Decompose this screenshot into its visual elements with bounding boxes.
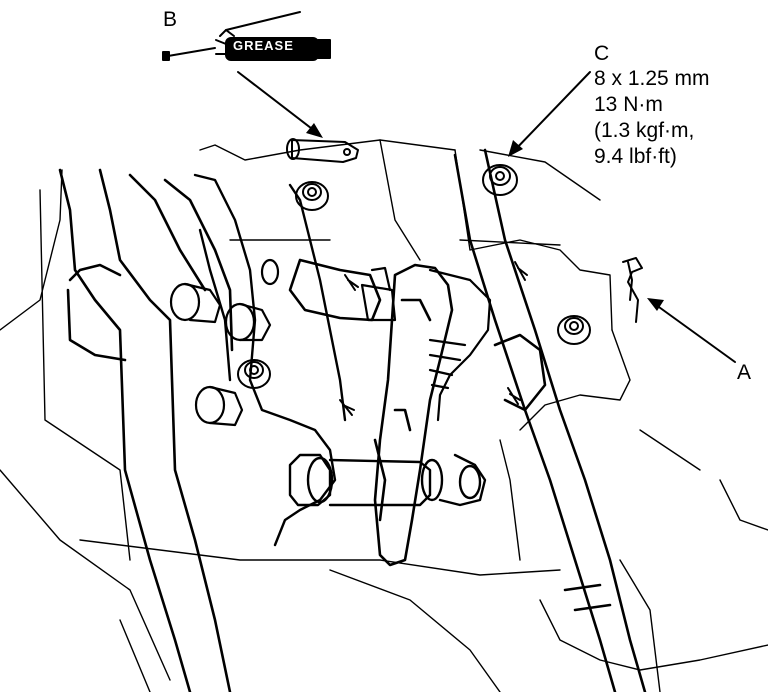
linkage-plate <box>288 258 454 567</box>
leader-arrow-a <box>651 301 736 363</box>
body-panel-outline <box>0 139 768 692</box>
arrowhead-b <box>306 123 323 138</box>
flange-nut-right <box>557 315 591 345</box>
arrowhead-c <box>508 140 523 157</box>
callout-b: B <box>163 8 178 31</box>
leader-lines <box>237 71 736 363</box>
torque-nm: 13 N·m <box>594 93 663 116</box>
torque-kgfm: (1.3 kgf·m, <box>594 119 695 142</box>
grease-tube-icon <box>162 11 331 61</box>
lock-pin <box>622 257 643 323</box>
callout-c: C <box>594 42 610 65</box>
grease-label: GREASE <box>233 38 294 53</box>
flange-nut-top <box>295 181 329 211</box>
flange-nut-left <box>237 359 271 389</box>
pedal-arm-left <box>58 168 234 692</box>
torque-lbfft: 9.4 lbf·ft) <box>594 145 677 168</box>
bracket-plate <box>193 173 347 547</box>
leader-arrow-b <box>237 71 321 136</box>
flange-nuts <box>237 164 591 416</box>
push-rod <box>453 148 647 692</box>
callout-a: A <box>737 361 752 384</box>
torque-spec: 8 x 1.25 mm 13 N·m (1.3 kgf·m, 9.4 lbf·f… <box>594 66 710 170</box>
threaded-studs <box>339 261 528 416</box>
leader-arrow-c <box>511 71 591 154</box>
bolt-size: 8 x 1.25 mm <box>594 67 710 90</box>
arrowhead-a <box>647 298 664 311</box>
switch-boot <box>360 266 492 422</box>
pivot-bushings <box>169 258 280 427</box>
lower-pivot-bolt <box>288 453 487 507</box>
flange-nut-c <box>482 164 518 196</box>
clevis-pin <box>286 138 359 163</box>
